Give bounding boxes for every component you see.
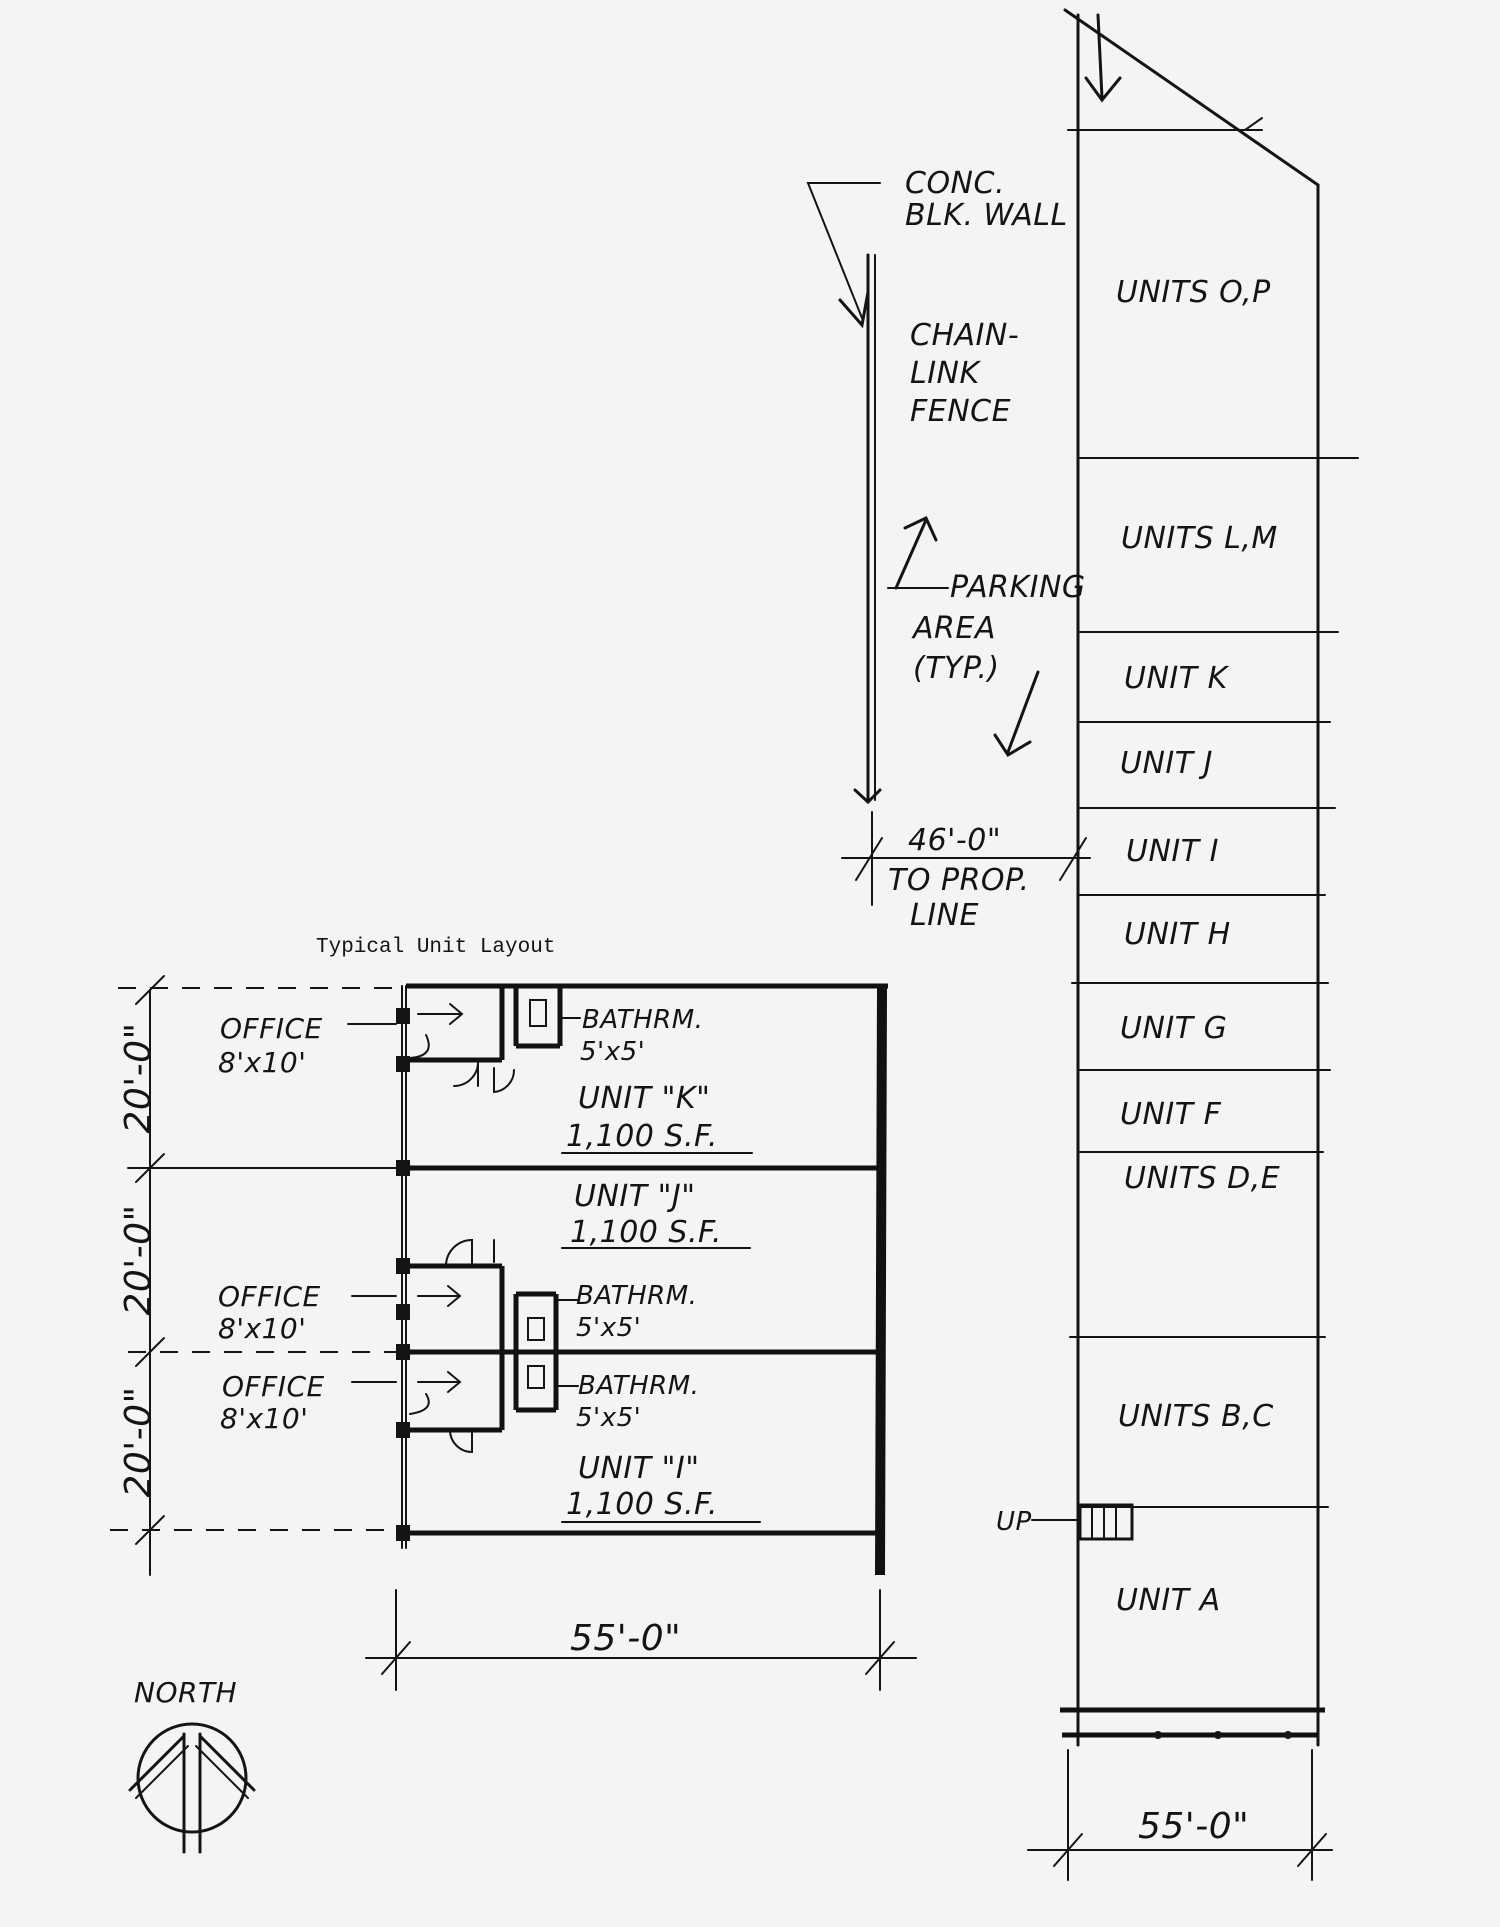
- stairs-icon: [1078, 1503, 1134, 1541]
- door-swing-icon: [453, 1059, 479, 1087]
- row-height-dimensions: 20'-0" 20'-0" 20'-0": [110, 975, 397, 1576]
- parking-label-line1: PARKING: [950, 570, 1086, 605]
- wall-callout: CONC. BLK. WALL: [806, 166, 1068, 329]
- unit-label: UNIT K: [1124, 661, 1230, 696]
- office-label: OFFICE: [222, 1370, 325, 1403]
- north-arrow-shaft-icon: [182, 1732, 202, 1854]
- bathroom-label: BATHRM.: [582, 1005, 703, 1035]
- parking-arrow-down-icon: [993, 670, 1040, 758]
- office-size: 8'x10': [218, 1312, 306, 1345]
- unit-j-labels: UNIT "J" 1,100 S.F. OFFICE 8'x10' BATHRM…: [218, 1179, 751, 1345]
- unit-area: 1,100 S.F.: [566, 1487, 718, 1522]
- site-width-label: 55'-0": [1138, 1806, 1249, 1847]
- parking-arrow-up-icon: [894, 515, 938, 590]
- typical-unit-layout: Typical Unit Layout: [110, 936, 917, 1691]
- column-dot: [1284, 1731, 1292, 1739]
- toilet-icon: [527, 1365, 545, 1389]
- unit-area: 1,100 S.F.: [566, 1119, 718, 1154]
- wall-leader: [806, 182, 881, 319]
- unit-name: UNIT "J": [574, 1179, 696, 1214]
- north-label: NORTH: [134, 1676, 237, 1709]
- column-markers: [396, 1008, 410, 1541]
- unit-divisions: [1060, 457, 1359, 1739]
- unit-label: UNIT G: [1120, 1011, 1227, 1046]
- wall-label-line2: BLK. WALL: [905, 198, 1068, 233]
- row-height-label: 20'-0": [118, 1204, 159, 1315]
- arrow-right-icon: [417, 1003, 464, 1025]
- parking-label-line2: AREA: [911, 611, 996, 646]
- parking-callout: PARKING AREA (TYP.): [887, 515, 1086, 758]
- office-arrows: [347, 1003, 581, 1393]
- office-size: 8'x10': [218, 1046, 306, 1079]
- office-label: OFFICE: [220, 1012, 323, 1045]
- unit-name: UNIT "I": [578, 1451, 700, 1486]
- toilet-icon: [529, 999, 547, 1027]
- fence-label-line3: FENCE: [910, 394, 1011, 429]
- bathroom-size: 5'x5': [580, 1037, 645, 1067]
- setback-label-line3: LINE: [910, 898, 979, 933]
- unit-k-interior: [409, 986, 563, 1094]
- row-height-label: 20'-0": [118, 1022, 159, 1133]
- office-size: 8'x10': [220, 1402, 308, 1435]
- fence-arrow-icon: [853, 788, 882, 805]
- parking-label-line3: (TYP.): [913, 651, 1000, 686]
- fence-label-line1: CHAIN-: [910, 318, 1019, 353]
- arrow-right-icon: [417, 1371, 462, 1393]
- site-plan: UNITS O,P UNITS L,M UNIT K UNIT J UNIT I…: [806, 8, 1359, 1881]
- column-dot: [1214, 1731, 1222, 1739]
- fence-label-line2: LINK: [910, 356, 982, 391]
- unit-label: UNIT I: [1126, 834, 1219, 869]
- layout-width-label: 55'-0": [570, 1618, 681, 1659]
- column-dot: [1154, 1731, 1162, 1739]
- wall-label-line1: CONC.: [905, 166, 1005, 201]
- layout-width-dimension: 55'-0": [365, 1589, 917, 1691]
- setback-dimension: 46'-0" TO PROP. LINE: [841, 811, 1091, 933]
- bathroom-size: 5'x5': [576, 1313, 641, 1343]
- unit-label: UNITS L,M: [1121, 521, 1278, 556]
- unit-label: UNITS O,P: [1116, 275, 1271, 310]
- door-swing-icon: [493, 1067, 516, 1094]
- setback-label-line1: 46'-0": [908, 823, 1001, 858]
- row-height-label: 20'-0": [118, 1386, 159, 1497]
- layout-title: Typical Unit Layout: [316, 936, 555, 959]
- unit-k-labels: OFFICE 8'x10' BATHRM. 5'x5' UNIT "K" 1,1…: [218, 1005, 753, 1154]
- office-label: OFFICE: [218, 1280, 321, 1313]
- building-angled-wall: [1063, 8, 1320, 187]
- entry-arrow-icon: [1084, 13, 1122, 103]
- unit-name: UNIT "K": [578, 1081, 710, 1116]
- stairs: UP: [996, 1503, 1134, 1541]
- bathroom-label: BATHRM.: [576, 1281, 697, 1311]
- north-arrow: NORTH: [128, 1676, 256, 1854]
- unit-label: UNITS D,E: [1124, 1161, 1280, 1196]
- door-swing-icon: [409, 1393, 430, 1415]
- unit-i-labels: OFFICE 8'x10' BATHRM. 5'x5' UNIT "I" 1,1…: [220, 1370, 761, 1523]
- unit-label: UNITS B,C: [1118, 1399, 1274, 1434]
- bathroom-label: BATHRM.: [578, 1371, 699, 1401]
- north-arrow-head-icon: [128, 1734, 256, 1792]
- unit-labels: UNITS O,P UNITS L,M UNIT K UNIT J UNIT I…: [1116, 275, 1280, 1618]
- unit-label: UNIT J: [1120, 746, 1213, 781]
- bathroom-size: 5'x5': [576, 1403, 641, 1433]
- site-width-dimension: 55'-0": [1027, 1749, 1333, 1881]
- toilet-icon: [527, 1317, 545, 1341]
- door-swing-icon: [449, 1429, 473, 1454]
- unit-area: 1,100 S.F.: [570, 1215, 722, 1250]
- unit-j-i-interior: [409, 1238, 559, 1454]
- fence: [853, 253, 882, 805]
- unit-label: UNIT F: [1120, 1097, 1222, 1132]
- door-swing-icon: [445, 1238, 473, 1267]
- wall-arrow-icon: [838, 290, 870, 329]
- site-top-tick: [1244, 117, 1263, 131]
- fence-callout: CHAIN- LINK FENCE: [910, 318, 1019, 429]
- layout-east-wall: [875, 985, 887, 1576]
- compass-circle-icon: [136, 1722, 248, 1834]
- door-swing-icon: [409, 1034, 430, 1059]
- unit-label: UNIT H: [1124, 917, 1231, 952]
- stairs-label: UP: [996, 1507, 1032, 1537]
- unit-label: UNIT A: [1116, 1583, 1221, 1618]
- setback-label-line2: TO PROP.: [888, 863, 1030, 898]
- arrow-right-icon: [417, 1285, 462, 1307]
